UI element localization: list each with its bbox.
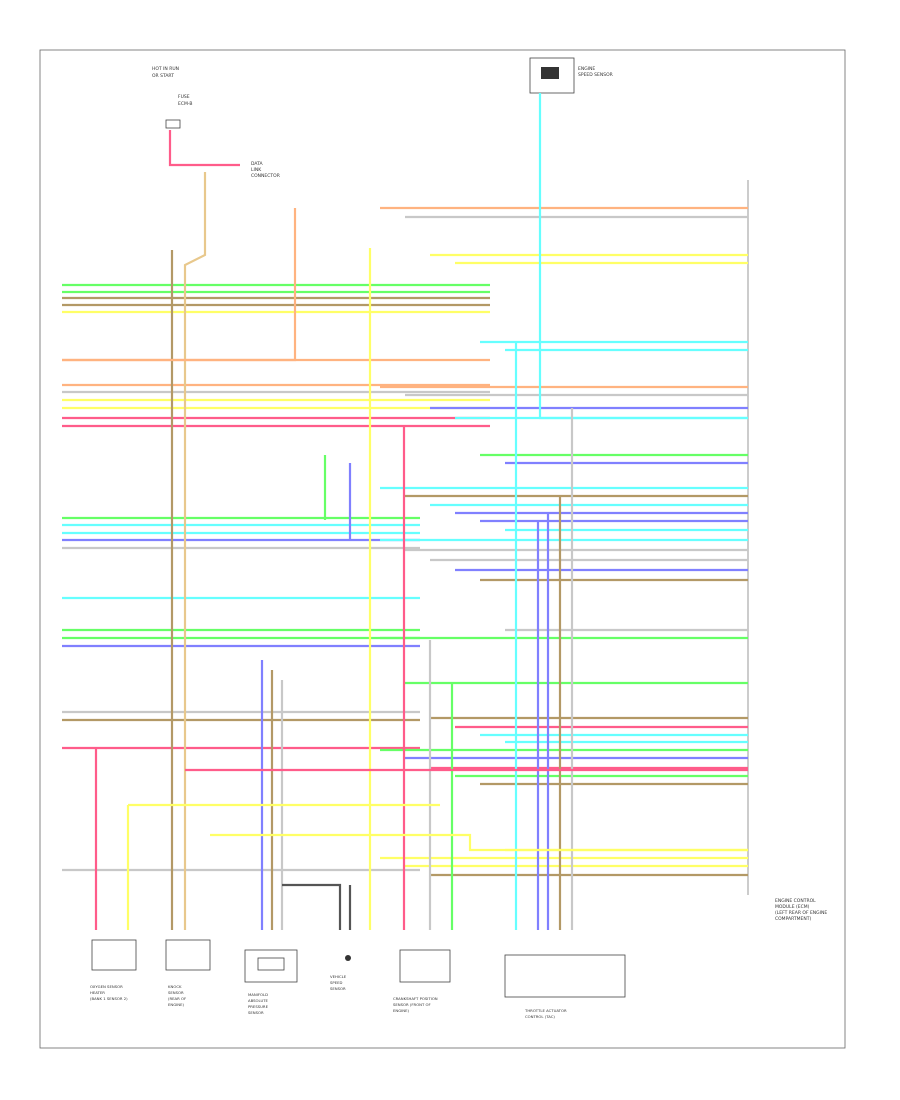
svg-text:CONTROL (TAC): CONTROL (TAC) bbox=[525, 1014, 555, 1019]
oxygen-sensor-box bbox=[91, 939, 137, 971]
map-sensor-label: MANIFOLD ABSOLUTE PRESSURE SENSOR bbox=[248, 992, 269, 1015]
engine-speed-sensor-label: ENGINE SPEED SENSOR bbox=[578, 66, 613, 78]
svg-text:CONNECTOR: CONNECTOR bbox=[251, 173, 280, 179]
map-sensor-box bbox=[244, 949, 298, 983]
svg-text:ENGINE): ENGINE) bbox=[393, 1008, 410, 1013]
svg-text:MANIFOLD: MANIFOLD bbox=[248, 992, 268, 997]
svg-text:MODULE (ECM): MODULE (ECM) bbox=[775, 904, 810, 910]
svg-text:HOT IN RUN: HOT IN RUN bbox=[152, 66, 179, 72]
svg-text:CRANKSHAFT POSITION: CRANKSHAFT POSITION bbox=[393, 996, 438, 1001]
svg-text:PRESSURE: PRESSURE bbox=[248, 1004, 269, 1009]
crankshaft-sensor-box bbox=[399, 949, 451, 983]
svg-text:COMPARTMENT): COMPARTMENT) bbox=[775, 916, 811, 922]
data-link-connector-label: DATA LINK CONNECTOR bbox=[251, 161, 280, 179]
svg-text:HEATER: HEATER bbox=[90, 990, 105, 995]
svg-text:ENGINE: ENGINE bbox=[578, 66, 595, 72]
svg-text:SENSOR: SENSOR bbox=[330, 986, 346, 991]
diagram-border bbox=[39, 49, 846, 1049]
tac-yellow-run-wire bbox=[210, 833, 748, 852]
map-sensor-icon bbox=[257, 957, 285, 971]
svg-text:(LEFT REAR OF ENGINE: (LEFT REAR OF ENGINE bbox=[775, 910, 827, 916]
throttle-actuator-label: THROTTLE ACTUATOR CONTROL (TAC) bbox=[524, 1008, 567, 1019]
svg-text:THROTTLE ACTUATOR: THROTTLE ACTUATOR bbox=[524, 1008, 567, 1013]
hot-in-run-label: HOT IN RUN OR START bbox=[152, 66, 179, 79]
fuse-label: FUSE ECM-B bbox=[178, 94, 192, 107]
svg-text:OR START: OR START bbox=[152, 73, 174, 79]
orange-loop-wire bbox=[62, 208, 297, 362]
svg-text:VEHICLE: VEHICLE bbox=[330, 974, 347, 979]
dlc-wire bbox=[183, 172, 207, 930]
knock-sensor-box bbox=[165, 939, 211, 971]
svg-text:SENSOR: SENSOR bbox=[248, 1010, 264, 1015]
oxygen-sensor-label: OXYGEN SENSOR HEATER (BANK 1 SENSOR 2) bbox=[90, 984, 128, 1001]
throttle-actuator-box bbox=[504, 954, 626, 998]
engine-speed-wire bbox=[538, 93, 748, 420]
svg-text:FUSE: FUSE bbox=[178, 94, 190, 100]
engine-speed-sensor-box bbox=[529, 57, 575, 94]
svg-text:KNOCK: KNOCK bbox=[168, 984, 182, 989]
svg-text:SENSOR (FRONT OF: SENSOR (FRONT OF bbox=[393, 1002, 431, 1007]
svg-text:(REAR OF: (REAR OF bbox=[168, 996, 186, 1001]
svg-text:ENGINE CONTROL: ENGINE CONTROL bbox=[775, 898, 816, 904]
fuse bbox=[165, 119, 181, 129]
svg-text:ECM-B: ECM-B bbox=[178, 101, 192, 107]
fuse-feed-wire bbox=[168, 130, 240, 167]
engine-speed-sensor-icon bbox=[541, 67, 559, 79]
svg-text:LINK: LINK bbox=[251, 167, 262, 173]
knock-sensor-label: KNOCK SENSOR (REAR OF ENGINE) bbox=[168, 984, 186, 1007]
ecm-label: ENGINE CONTROL MODULE (ECM) (LEFT REAR O… bbox=[775, 898, 827, 922]
svg-text:SPEED SENSOR: SPEED SENSOR bbox=[578, 72, 613, 78]
svg-text:SPEED: SPEED bbox=[330, 980, 342, 985]
svg-text:(BANK 1 SENSOR 2): (BANK 1 SENSOR 2) bbox=[90, 996, 128, 1001]
svg-text:DATA: DATA bbox=[251, 161, 264, 167]
vehicle-speed-sensor-icon bbox=[345, 955, 351, 961]
vehicle-speed-sensor-label: VEHICLE SPEED SENSOR bbox=[330, 974, 347, 991]
wire-layer bbox=[62, 93, 748, 930]
svg-text:ENGINE): ENGINE) bbox=[168, 1002, 185, 1007]
svg-text:ABSOLUTE: ABSOLUTE bbox=[248, 998, 269, 1003]
svg-text:OXYGEN SENSOR: OXYGEN SENSOR bbox=[90, 984, 123, 989]
vss-wire bbox=[282, 883, 342, 930]
crankshaft-sensor-label: CRANKSHAFT POSITION SENSOR (FRONT OF ENG… bbox=[393, 996, 438, 1013]
svg-text:SENSOR: SENSOR bbox=[168, 990, 184, 995]
